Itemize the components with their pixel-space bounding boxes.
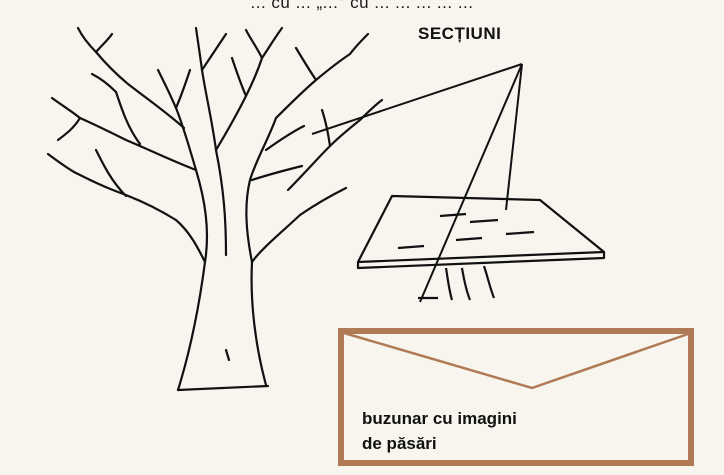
tray-marks [397, 212, 535, 300]
pointer-to-tree [311, 63, 523, 135]
pocket-label-line1: buzunar cu imagini [362, 409, 517, 428]
pocket-label-line2: de păsări [362, 434, 437, 453]
pointer-to-tray-left [419, 63, 523, 303]
tray-legs [444, 265, 496, 301]
pocket-frame [338, 328, 694, 466]
pocket-label: buzunar cu imagini de păsări [362, 406, 682, 456]
tree-drawing [46, 26, 384, 392]
pocket-flap [343, 331, 689, 390]
pocket-box [338, 328, 694, 466]
tray-edge [356, 252, 606, 270]
hanging-tray [356, 194, 606, 301]
sections-label: SECȚIUNI [418, 24, 502, 43]
tray-top [356, 194, 606, 264]
tree-main-branches [174, 68, 278, 264]
pointer-to-tray-right [505, 63, 523, 211]
cropped-header-text: ... cu ... „..." cu ... ... ... ... ... [250, 0, 474, 12]
tree-trunk [174, 213, 302, 392]
pointer-lines [311, 63, 523, 303]
